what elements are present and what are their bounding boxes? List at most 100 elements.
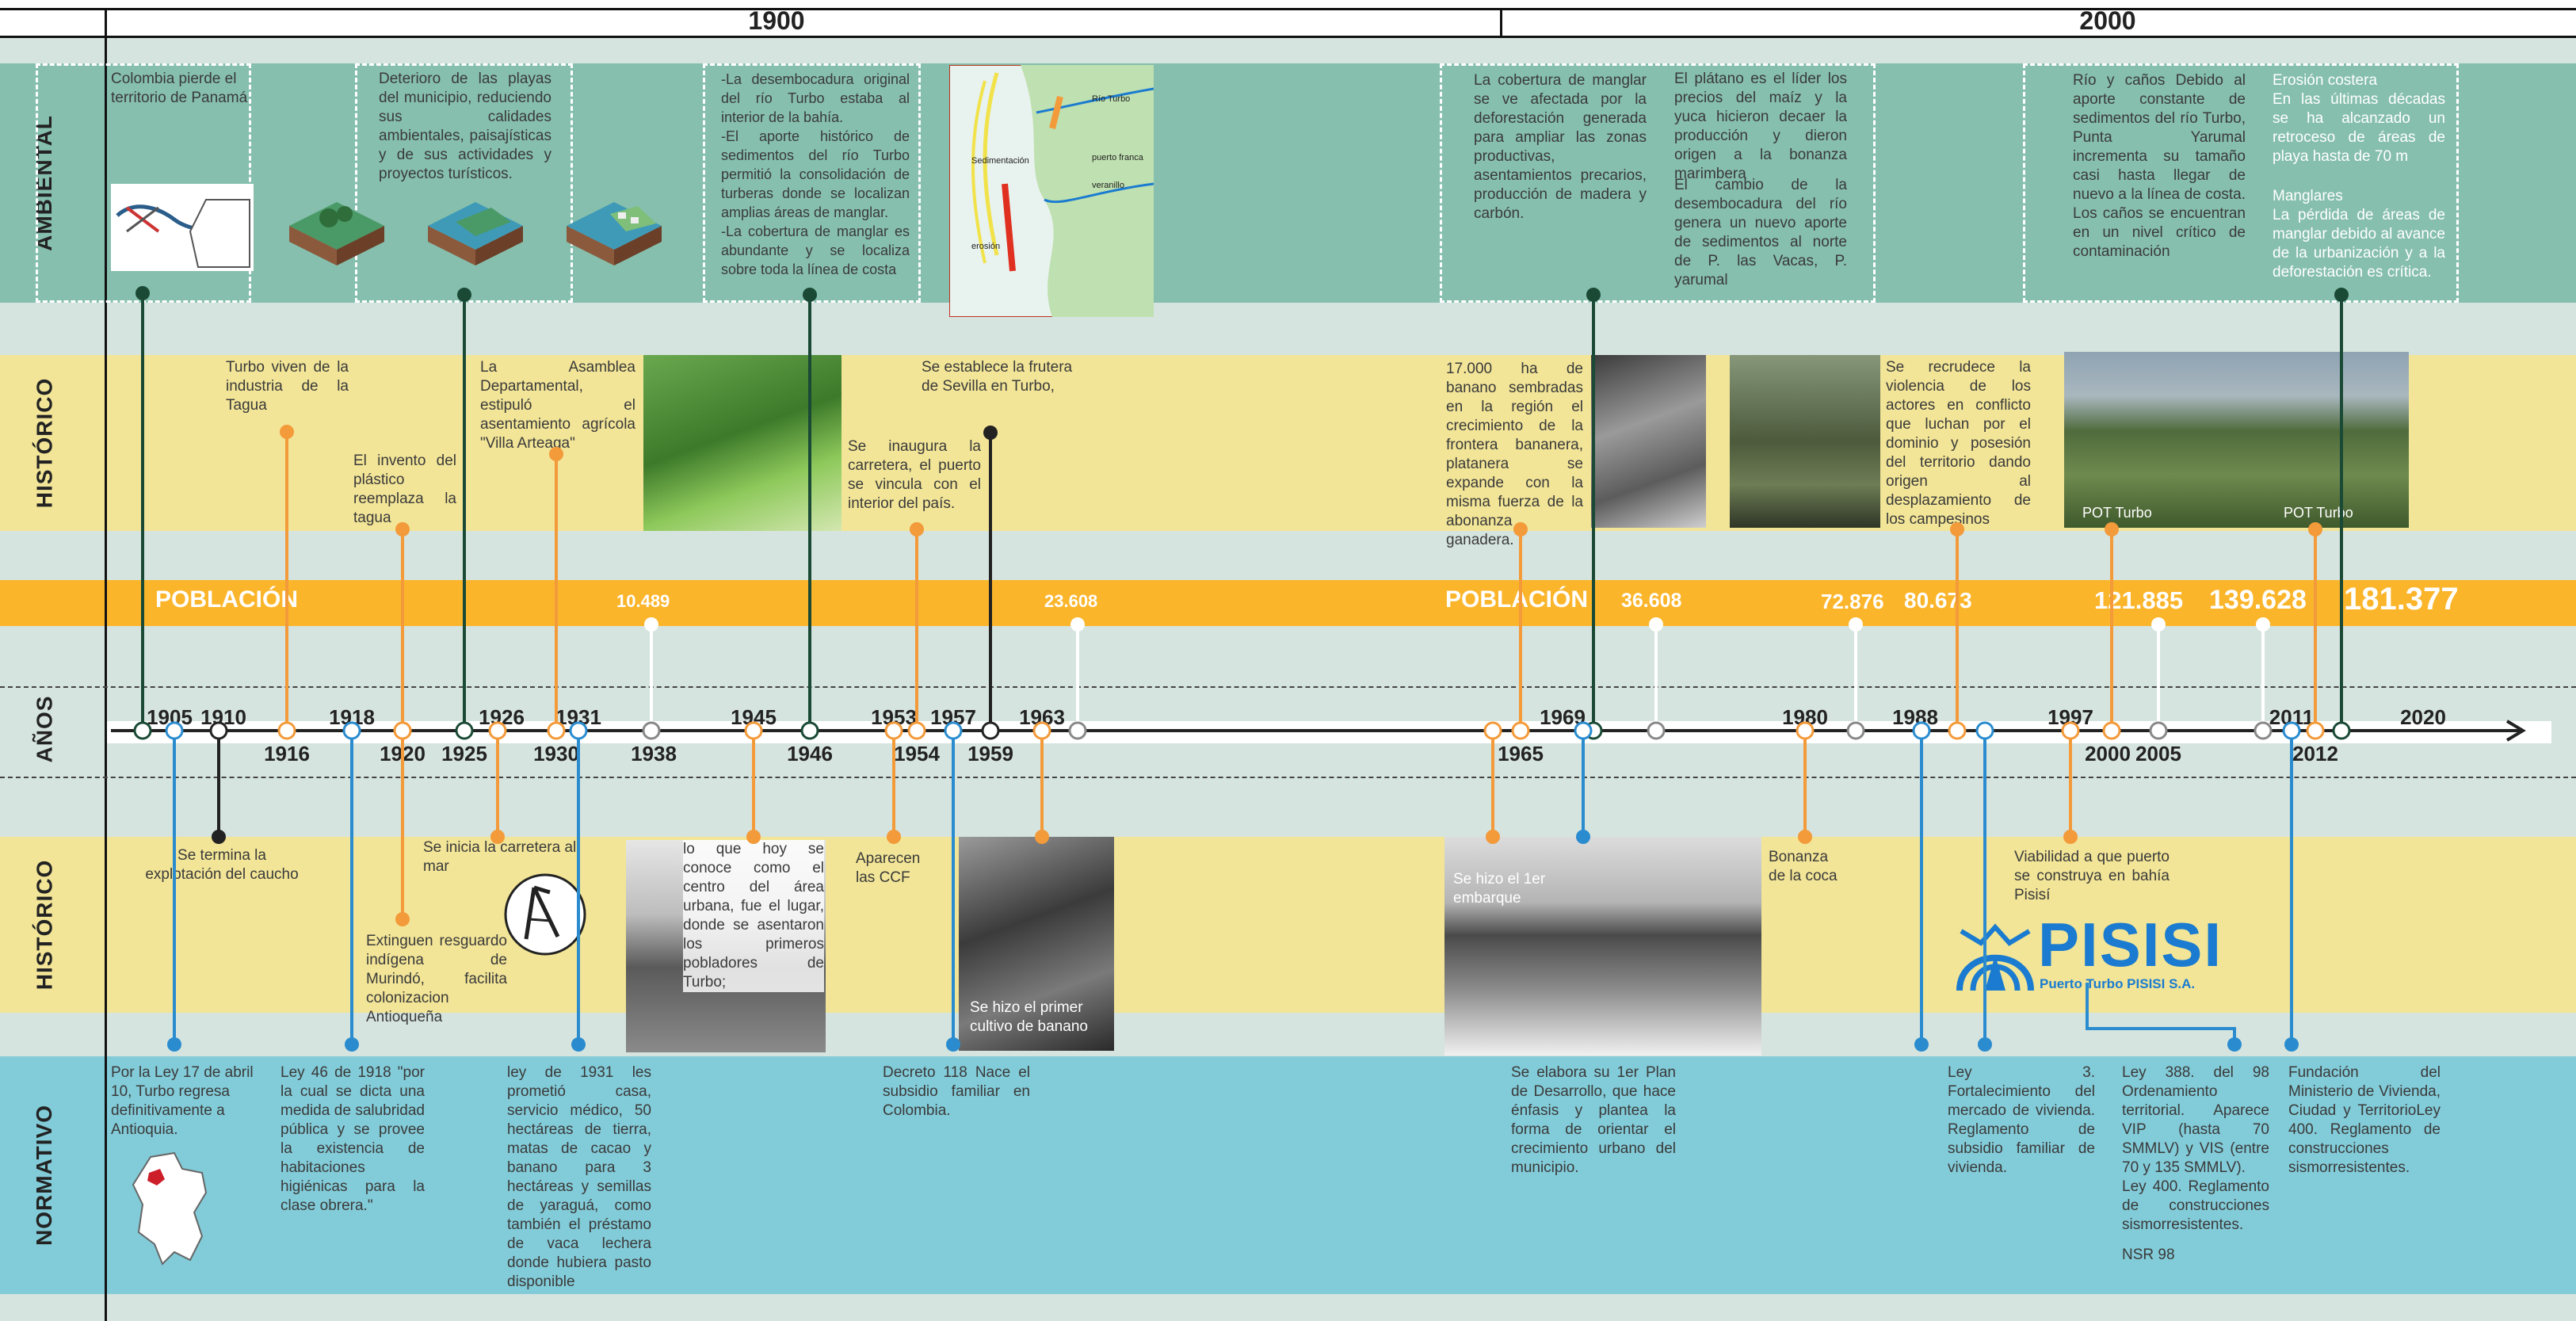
poblacion-value: 36.608 <box>1621 590 1682 612</box>
map-label-puerto-franca: puerto franca <box>1092 153 1144 162</box>
year-label: 1965 <box>1498 742 1544 765</box>
stem-carretera-mar-axis-marker <box>488 721 507 740</box>
map-label-erosion: erosión <box>971 242 1000 251</box>
stem-carretera-dot <box>910 522 924 536</box>
stem-ccf-axis-marker <box>884 721 903 740</box>
pisisi-logo-subtext: Puerto Turbo PISISI S.A. <box>2040 976 2196 991</box>
normativo-plan-text: Se elabora su 1er Plan de Desarrollo, qu… <box>1511 1064 1676 1176</box>
stem-ley-1931-axis-marker <box>569 721 588 740</box>
century-2000-label: 2000 <box>2079 6 2136 35</box>
stem-carretera-mar-dot <box>490 830 505 844</box>
ambiental-erosion-text-1: Erosión costera En las últimas décadas s… <box>2273 72 2445 165</box>
stem-puerto-axis-marker <box>2061 721 2080 740</box>
stem-pot-2-axis-marker <box>2306 721 2325 740</box>
historico-murindo-text: Extinguen resguardo indígena de Murindó,… <box>366 933 507 1025</box>
stem-ley-1918-dot <box>345 1037 359 1052</box>
stem-ley-388-dot <box>1978 1037 1992 1052</box>
stem-ley-3-dot <box>1914 1037 1929 1052</box>
historico-carretera-mar-text: Se inicia la carretera al mar <box>423 839 577 875</box>
stem-pisisi-elbow <box>2086 983 2236 1044</box>
ambiental-canos-text: Río y caños Debido al aporte constante d… <box>2073 72 2246 260</box>
map-label-sedimentacion: Sedimentación <box>971 156 1029 166</box>
stem-cultivo-dot <box>1035 830 1049 844</box>
historico-cultivo-text: Se hizo el primer cultivo de banano <box>970 999 1088 1035</box>
stem-violencia-dot <box>1950 522 1964 536</box>
historico-ccf-text: Aparecen las CCF <box>856 850 921 886</box>
stem-ley-1910-dot <box>167 1037 181 1052</box>
ambiental-dashed-box <box>2023 63 2459 303</box>
stem-decreto-dot <box>946 1037 960 1052</box>
stem-playas-axis-marker <box>455 721 474 740</box>
historico-plastico-text: El invento del plástico reemplaza la tag… <box>353 452 456 526</box>
poblacion-label-left: POBLACIÓN <box>155 586 298 613</box>
stem-tagua-axis-marker <box>277 721 296 740</box>
stem-pot-2-dot <box>2308 522 2322 536</box>
stem-desembocadura-axis-marker <box>800 721 819 740</box>
ambiental-desembocadura-text: -La desembocadura original del río Turbo… <box>721 71 910 277</box>
stem-manglar-dot <box>1586 288 1601 302</box>
poblacion-value: 121.885 <box>2094 586 2184 614</box>
stem-asamblea-dot <box>549 447 563 461</box>
normativo-ley-1910-text: Por la Ley 17 de abril 10, Turbo regresa… <box>111 1064 254 1138</box>
stem-erosion-dot <box>2334 288 2349 302</box>
stem-ley-3-axis-marker <box>1912 721 1931 740</box>
stem-carretera-axis-marker <box>907 721 926 740</box>
stem-pob-2-axis-marker <box>1068 721 1087 740</box>
stem-pob-4-axis-marker <box>1846 721 1865 740</box>
stem-pob-7-axis-marker <box>2254 721 2273 740</box>
header-bottom-rule <box>0 36 2576 38</box>
stem-pob-6-axis-marker <box>2149 721 2168 740</box>
stem-murindo-dot <box>395 912 410 926</box>
historico-frutera-text: Se establece la frutera de Sevilla en Tu… <box>922 359 1073 395</box>
historico-banano-text: 17.000 ha de banano sembradas en la regi… <box>1446 361 1583 548</box>
stem-coca-dot <box>1798 830 1812 844</box>
stem-pisisi-elbow-dot <box>2227 1037 2242 1052</box>
panama-map-illustration <box>111 184 254 271</box>
stem-caucho-dot <box>212 830 226 844</box>
stem-plan-axis-marker <box>1574 721 1593 740</box>
ambiental-band <box>0 63 2576 303</box>
year-label: 1916 <box>264 742 310 765</box>
normativo-decreto-text: Decreto 118 Nace el subsidio familiar en… <box>883 1064 1030 1119</box>
year-label: 1959 <box>967 742 1013 765</box>
turbo-coast-map: Río Turbo Sedimentación puerto franca ve… <box>949 65 1154 317</box>
stem-pob-1-axis-marker <box>642 721 661 740</box>
stem-playas-dot <box>457 288 471 302</box>
historico-caucho-text: Se termina la explotación del caucho <box>145 847 299 883</box>
coast-block-illustration <box>289 202 384 265</box>
stem-frutera-dot <box>983 426 998 440</box>
stem-banano-axis-marker <box>1511 721 1530 740</box>
stem-ley-388-axis-marker <box>1975 721 1994 740</box>
stem-pob-4-dot <box>1849 617 1863 632</box>
stem-asamblea-axis-marker <box>547 721 566 740</box>
historico-violencia-text: Se recrudece la violencia de los actores… <box>1886 359 2031 528</box>
historico-tagua-text: Turbo viven de la industria de la Tagua <box>226 359 349 414</box>
stem-murindo-axis-marker <box>393 721 412 740</box>
stem-ley-1910-axis-marker <box>165 721 184 740</box>
stem-pob-6-dot <box>2151 617 2166 632</box>
poblacion-band <box>0 580 2576 626</box>
ambiental-erosion-text-2: Manglares La pérdida de áreas de manglar… <box>2273 188 2445 281</box>
years-dashed-upper <box>0 686 2576 688</box>
stem-coca-axis-marker <box>1796 721 1815 740</box>
coast-block-illustration <box>428 202 523 265</box>
poblacion-value: 181.377 <box>2344 582 2459 617</box>
century-1900-label: 1900 <box>748 6 805 35</box>
normativo-band <box>0 1056 2576 1294</box>
poblacion-label-right: POBLACIÓN <box>1445 586 1588 613</box>
year-label: 1925 <box>441 742 487 765</box>
axis-arrowhead <box>2505 720 2526 742</box>
stem-pob-1-dot <box>644 617 658 632</box>
poblacion-value: 139.628 <box>2209 585 2307 615</box>
year-label: 2005 <box>2135 742 2181 765</box>
ambiental-manglar-text: La cobertura de manglar se ve afectada p… <box>1474 72 1647 222</box>
historico-centro-text: lo que hoy se conoce como el centro del … <box>683 840 824 992</box>
poblacion-value: 23.608 <box>1044 591 1098 611</box>
embarque-photo <box>1444 837 1761 1056</box>
ambiental-platano-text-1: El plátano es el líder los precios del m… <box>1674 71 1847 182</box>
pot-label-2: POT Turbo <box>2284 505 2353 521</box>
stem-centro-axis-marker <box>744 721 763 740</box>
stem-banano-dot <box>1513 522 1528 536</box>
normativo-ley-1931-text: ley de 1931 les prometió casa, servicio … <box>507 1064 651 1290</box>
